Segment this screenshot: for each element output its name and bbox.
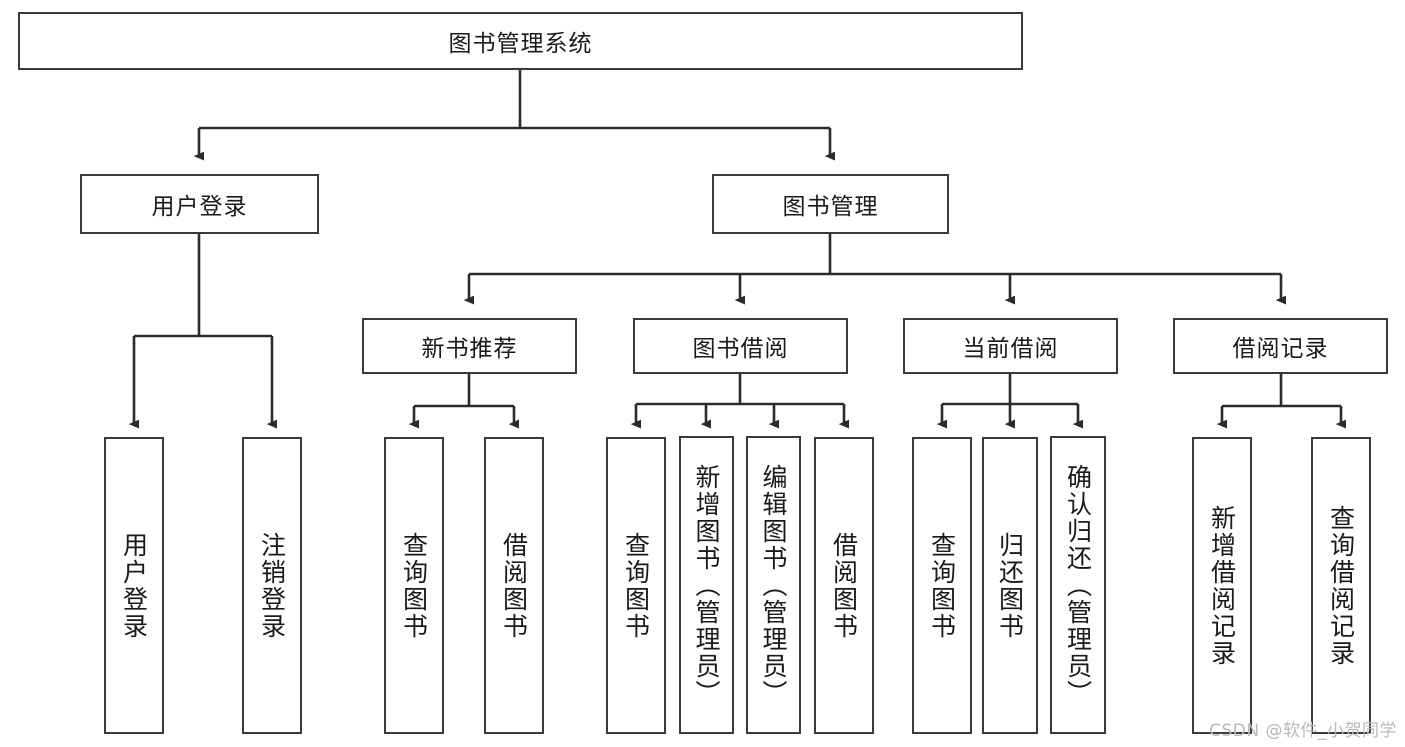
leaf-current-borrow-return[interactable]: 归还图书 [982, 437, 1038, 734]
node-label: 图书借阅 [692, 336, 789, 362]
leaf-book-borrow-query[interactable]: 查询图书 [606, 437, 666, 734]
node-book-borrow[interactable]: 图书借阅 [633, 318, 848, 374]
node-label: 借阅图书 [829, 531, 859, 640]
node-label: 查询图书 [621, 531, 651, 640]
node-label: 借阅记录 [1232, 336, 1329, 362]
node-label: 查询图书 [927, 531, 957, 640]
node-label: 用户登录 [119, 531, 149, 640]
node-label: 新书推荐 [421, 336, 518, 362]
leaf-current-borrow-confirm-admin[interactable]: 确认归还（管理员） [1050, 436, 1106, 734]
csdn-watermark: CSDN @软件_小贺同学 [1209, 721, 1397, 741]
leaf-user-login-logout[interactable]: 注销登录 [242, 437, 302, 734]
node-book-management[interactable]: 图书管理 [712, 174, 949, 234]
leaf-new-book-query[interactable]: 查询图书 [384, 437, 444, 734]
node-label: 查询图书 [399, 531, 429, 640]
node-root-system[interactable]: 图书管理系统 [18, 12, 1023, 70]
node-label: 新增借阅记录 [1207, 504, 1237, 667]
leaf-borrow-records-query[interactable]: 查询借阅记录 [1311, 437, 1371, 734]
leaf-borrow-records-add[interactable]: 新增借阅记录 [1192, 437, 1252, 734]
node-label: 新增图书（管理员） [692, 463, 721, 707]
leaf-book-borrow-edit-admin[interactable]: 编辑图书（管理员） [746, 436, 801, 734]
node-label: 图书管理 [782, 194, 879, 220]
node-new-book-recommend[interactable]: 新书推荐 [362, 318, 577, 374]
leaf-new-book-borrow[interactable]: 借阅图书 [484, 437, 544, 734]
node-label: 借阅图书 [499, 531, 529, 640]
node-user-login[interactable]: 用户登录 [80, 174, 319, 234]
node-label: 编辑图书（管理员） [759, 463, 788, 707]
node-label: 用户登录 [151, 194, 248, 220]
leaf-user-login-login[interactable]: 用户登录 [104, 437, 164, 734]
leaf-book-borrow-add-admin[interactable]: 新增图书（管理员） [679, 436, 734, 734]
node-current-borrow[interactable]: 当前借阅 [903, 318, 1118, 374]
node-label: 当前借阅 [962, 336, 1059, 362]
node-borrow-records[interactable]: 借阅记录 [1173, 318, 1388, 374]
node-label: 查询借阅记录 [1326, 504, 1356, 667]
node-label: 确认归还（管理员） [1063, 463, 1093, 707]
node-label: 图书管理系统 [448, 31, 593, 57]
leaf-book-borrow-borrow[interactable]: 借阅图书 [814, 437, 874, 734]
node-label: 归还图书 [995, 531, 1025, 640]
leaf-current-borrow-query[interactable]: 查询图书 [912, 437, 972, 734]
node-label: 注销登录 [257, 531, 287, 640]
